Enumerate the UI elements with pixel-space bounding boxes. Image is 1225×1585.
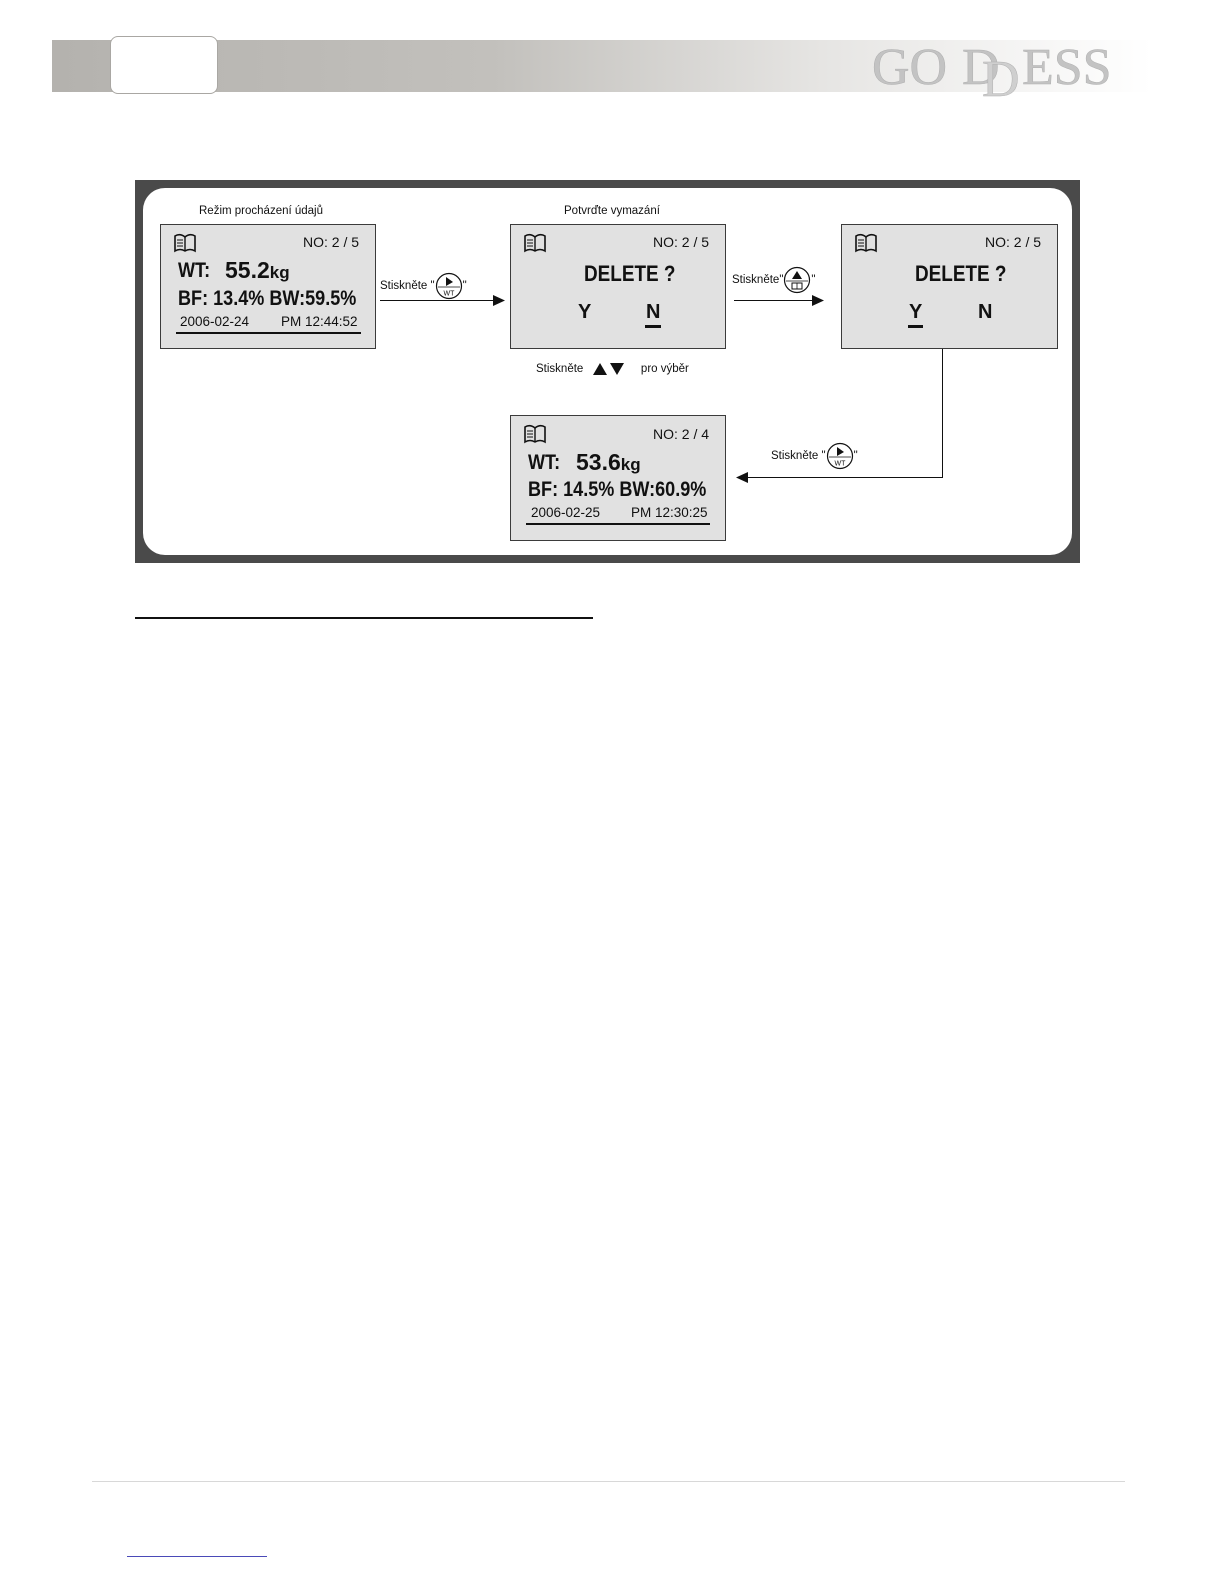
connector-vertical [942, 349, 943, 477]
arrow-step2 [734, 300, 813, 301]
up-memory-button-icon [783, 266, 811, 294]
wt-button-icon: WT [826, 442, 854, 470]
svg-text:D: D [982, 51, 1020, 98]
select-hint: Stiskněte pro výběr [536, 363, 689, 375]
option-yes: Y [578, 301, 591, 324]
weight-value: 55.2 [225, 257, 270, 283]
body-fat-water-readout: BF: 14.5% BW:60.9% [528, 478, 706, 502]
weight-value: 53.6 [576, 449, 621, 475]
weight-unit: kg [270, 263, 290, 282]
triangle-up-icon [593, 363, 607, 375]
lcd-screen-after-delete: NO: 2 / 4 WT: 53.6kg BF: 14.5% BW:60.9% … [510, 415, 726, 541]
arrow-head-right-icon [493, 295, 505, 306]
footer-link-underline[interactable] [127, 1556, 267, 1557]
connector-horizontal [747, 477, 943, 478]
weight-reading: 53.6kg [576, 449, 641, 476]
goddess-logo-icon: GO D D ESS [872, 38, 1132, 98]
step-press-up: Stiskněte" " [732, 266, 816, 294]
quote-close: " [811, 274, 815, 286]
record-time: PM 12:44:52 [281, 314, 358, 329]
press-label: Stiskněte [771, 450, 818, 462]
record-counter: NO: 2 / 5 [303, 234, 359, 250]
diagram-panel: Režim procházení údajů Potvrďte vymazání… [143, 188, 1072, 555]
wt-button-icon: WT [435, 272, 463, 300]
weight-label: WT: [178, 259, 210, 283]
arrow-step1 [380, 300, 494, 301]
triangle-down-icon [610, 363, 624, 375]
press-label: Stiskněte [732, 274, 779, 286]
record-counter: NO: 2 / 4 [653, 426, 709, 442]
press-label: Stiskněte [536, 363, 583, 375]
svg-text:GO: GO [872, 39, 947, 96]
wt-button-label: WT [443, 291, 455, 298]
quote-close: " [463, 280, 467, 292]
book-icon [173, 233, 197, 253]
caption-browse-mode: Režim procházení údajů [199, 205, 323, 217]
quote-close: " [854, 450, 858, 462]
option-yes-selected: Y [909, 301, 922, 324]
book-icon [523, 233, 547, 253]
select-hint-suffix: pro výběr [641, 363, 689, 375]
record-counter: NO: 2 / 5 [985, 234, 1041, 250]
svg-text:ESS: ESS [1022, 39, 1112, 96]
section-rule [135, 617, 593, 619]
weight-reading: 55.2kg [225, 257, 290, 284]
weight-label: WT: [528, 451, 560, 475]
brand-logo: GO D D ESS [872, 38, 1132, 98]
lcd-screen-confirm-y: NO: 2 / 5 DELETE ? Y N [841, 224, 1058, 349]
step-press-wt: Stiskněte " WT " [380, 272, 467, 300]
record-time: PM 12:30:25 [631, 505, 708, 520]
caption-confirm-delete: Potvrďte vymazání [564, 205, 660, 217]
lcd-screen-confirm-n: NO: 2 / 5 DELETE ? Y N [510, 224, 726, 349]
footer-rule [92, 1481, 1125, 1482]
step-press-wt-confirm: Stiskněte " WT " [771, 442, 858, 470]
book-icon [523, 424, 547, 444]
press-label: Stiskněte [380, 280, 427, 292]
option-no: N [978, 301, 992, 324]
lcd-underline [176, 332, 361, 334]
weight-unit: kg [621, 455, 641, 474]
record-counter: NO: 2 / 5 [653, 234, 709, 250]
body-fat-water-readout: BF: 13.4% BW:59.5% [178, 287, 356, 311]
lcd-underline [526, 523, 710, 525]
delete-question: DELETE ? [915, 261, 1006, 287]
delete-question: DELETE ? [584, 261, 675, 287]
wt-button-label: WT [834, 461, 846, 468]
option-no-selected: N [646, 301, 660, 324]
arrow-head-right-icon [812, 295, 824, 306]
delete-record-diagram: Režim procházení údajů Potvrďte vymazání… [135, 180, 1080, 563]
book-icon [854, 233, 878, 253]
lcd-screen-browse: NO: 2 / 5 WT: 55.2kg BF: 13.4% BW:59.5% … [160, 224, 376, 349]
arrow-head-left-icon [736, 472, 748, 483]
record-date: 2006-02-24 [180, 314, 249, 329]
record-date: 2006-02-25 [531, 505, 600, 520]
page-number-tab [110, 36, 218, 94]
